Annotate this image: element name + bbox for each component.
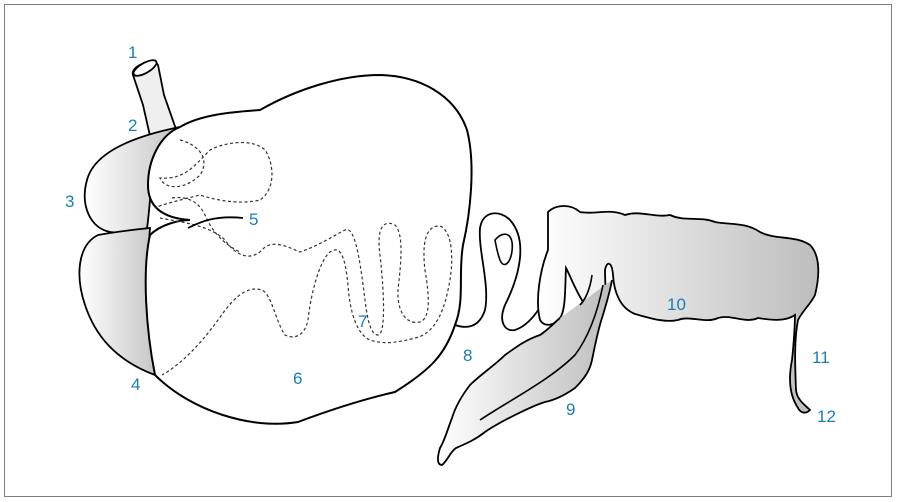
label-5: 5 <box>249 211 258 228</box>
label-7: 7 <box>358 313 367 330</box>
label-8: 8 <box>463 347 472 364</box>
label-3: 3 <box>65 193 74 210</box>
label-4: 4 <box>131 376 140 393</box>
label-11: 11 <box>812 349 830 366</box>
label-9: 9 <box>566 401 575 418</box>
label-1: 1 <box>128 44 137 61</box>
u-bend-inner <box>495 234 512 264</box>
label-12: 12 <box>817 408 836 425</box>
label-6: 6 <box>293 370 302 387</box>
label-10: 10 <box>667 296 686 313</box>
lower-lobe-9 <box>438 280 612 465</box>
label-2: 2 <box>128 117 137 134</box>
main-body <box>146 75 472 424</box>
